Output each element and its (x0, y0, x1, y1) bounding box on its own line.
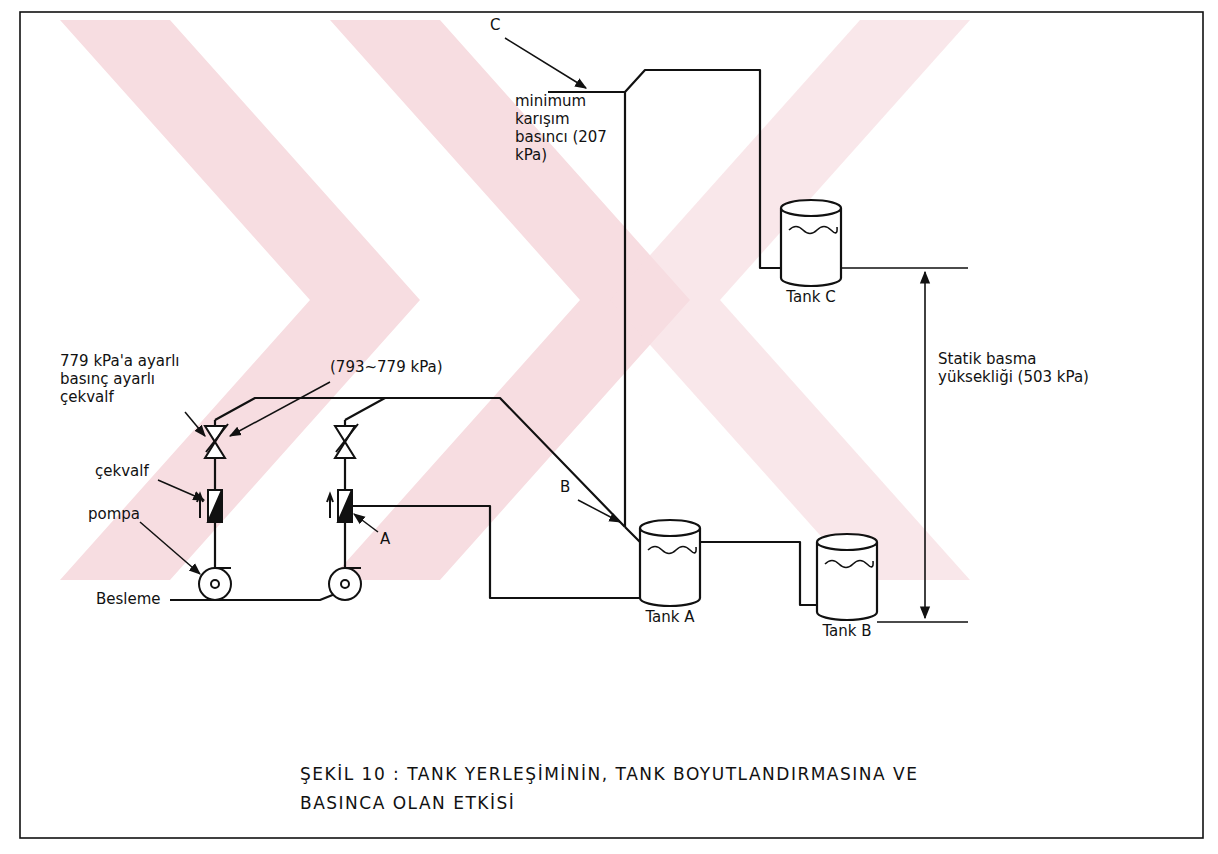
label: B (560, 478, 570, 496)
label: minimum karışım basıncı (207 kPa) (515, 92, 615, 164)
label: Besleme (96, 590, 161, 608)
tank-c-pipe (625, 70, 782, 527)
label: C (490, 16, 500, 34)
frame (20, 12, 1203, 838)
label: çekvalf (95, 462, 149, 480)
leader-line (140, 522, 200, 574)
adjust-arrow (206, 424, 228, 452)
label: 779 kPa'a ayarlı basınç ayarlı çekvalf (60, 352, 200, 406)
tank-a-pipe (345, 506, 640, 598)
watermark-chevron (610, 20, 970, 580)
tank: Tank C (775, 198, 847, 306)
label: Statik basma yüksekliği (503 kPa) (938, 350, 1113, 386)
leader-line (230, 382, 330, 436)
tank-label: Tank C (775, 288, 847, 306)
tank-label: Tank B (811, 622, 883, 640)
tank: Tank B (811, 532, 883, 640)
leader-line (354, 514, 378, 532)
leader-line (185, 412, 205, 436)
check-valve-disc (338, 490, 352, 522)
label: pompa (88, 505, 140, 523)
leader-line (158, 480, 204, 500)
pump-symbol (199, 568, 231, 600)
dimension-line (924, 272, 926, 618)
adjust-arrow (336, 424, 358, 452)
leader-line (505, 38, 586, 88)
regulating-valves (205, 424, 358, 458)
liquid-level (648, 547, 696, 554)
leader-line (578, 500, 620, 522)
tank-body (781, 200, 841, 286)
watermark-chevron (60, 20, 420, 580)
check-valve-symbol (338, 490, 352, 522)
feed-pipe (170, 592, 340, 600)
tank-body (640, 520, 700, 606)
check-valves (197, 490, 352, 522)
tank-outline (815, 532, 879, 622)
header-branch (345, 398, 385, 420)
flow-arrow (327, 494, 333, 518)
figure-caption: ŞEKİL 10 : TANK YERLEŞİMİNİN, TANK BOYUT… (300, 760, 920, 818)
pump-symbol (329, 568, 361, 600)
tank-outline (638, 518, 702, 608)
check-valve-symbol (208, 490, 222, 522)
pump-hub (211, 580, 219, 588)
pipes (170, 70, 817, 605)
liquid-level (789, 227, 837, 234)
pumps (199, 568, 361, 600)
leaders (140, 38, 620, 574)
label: (793~779 kPa) (330, 358, 443, 376)
header-pipe (215, 398, 625, 527)
tank: Tank A (634, 518, 706, 626)
pump-hub (341, 580, 349, 588)
tank-outline (779, 198, 843, 288)
check-valve-disc (208, 490, 222, 522)
watermark (60, 20, 970, 580)
tank-body (817, 534, 877, 620)
pump-outlet (345, 567, 361, 569)
pump-outlet (215, 567, 231, 569)
label: A (380, 530, 390, 548)
tank-label: Tank A (634, 608, 706, 626)
liquid-level (825, 561, 873, 568)
